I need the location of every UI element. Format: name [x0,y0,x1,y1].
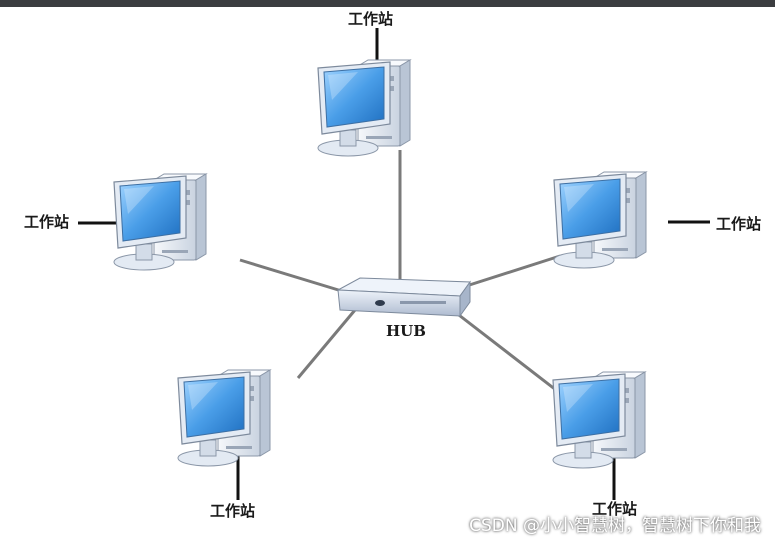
workstation-left-icon [113,173,207,271]
workstation-left-label: 工作站 [24,213,70,231]
workstation-bottom-left-icon [177,369,271,467]
cable-bottom-left [296,309,357,379]
workstation-bottom-left-label: 工作站 [210,502,256,520]
watermark: CSDN @小小智慧树，智慧树下你和我 [469,516,761,536]
workstation-right-icon [553,171,647,269]
cable-bottom-right [454,310,557,392]
workstation-bottom-right-label: 工作站 [592,500,638,518]
workstation-bottom-right-icon [552,371,646,469]
hub-label: HUB [386,322,426,340]
workstation-top-icon [317,59,411,157]
hub-icon [336,277,471,318]
cable-right [459,254,561,290]
workstation-right-label: 工作站 [716,215,762,233]
cable-left [239,258,346,294]
top-border-bar [0,0,775,7]
workstation-top-label: 工作站 [348,10,394,28]
